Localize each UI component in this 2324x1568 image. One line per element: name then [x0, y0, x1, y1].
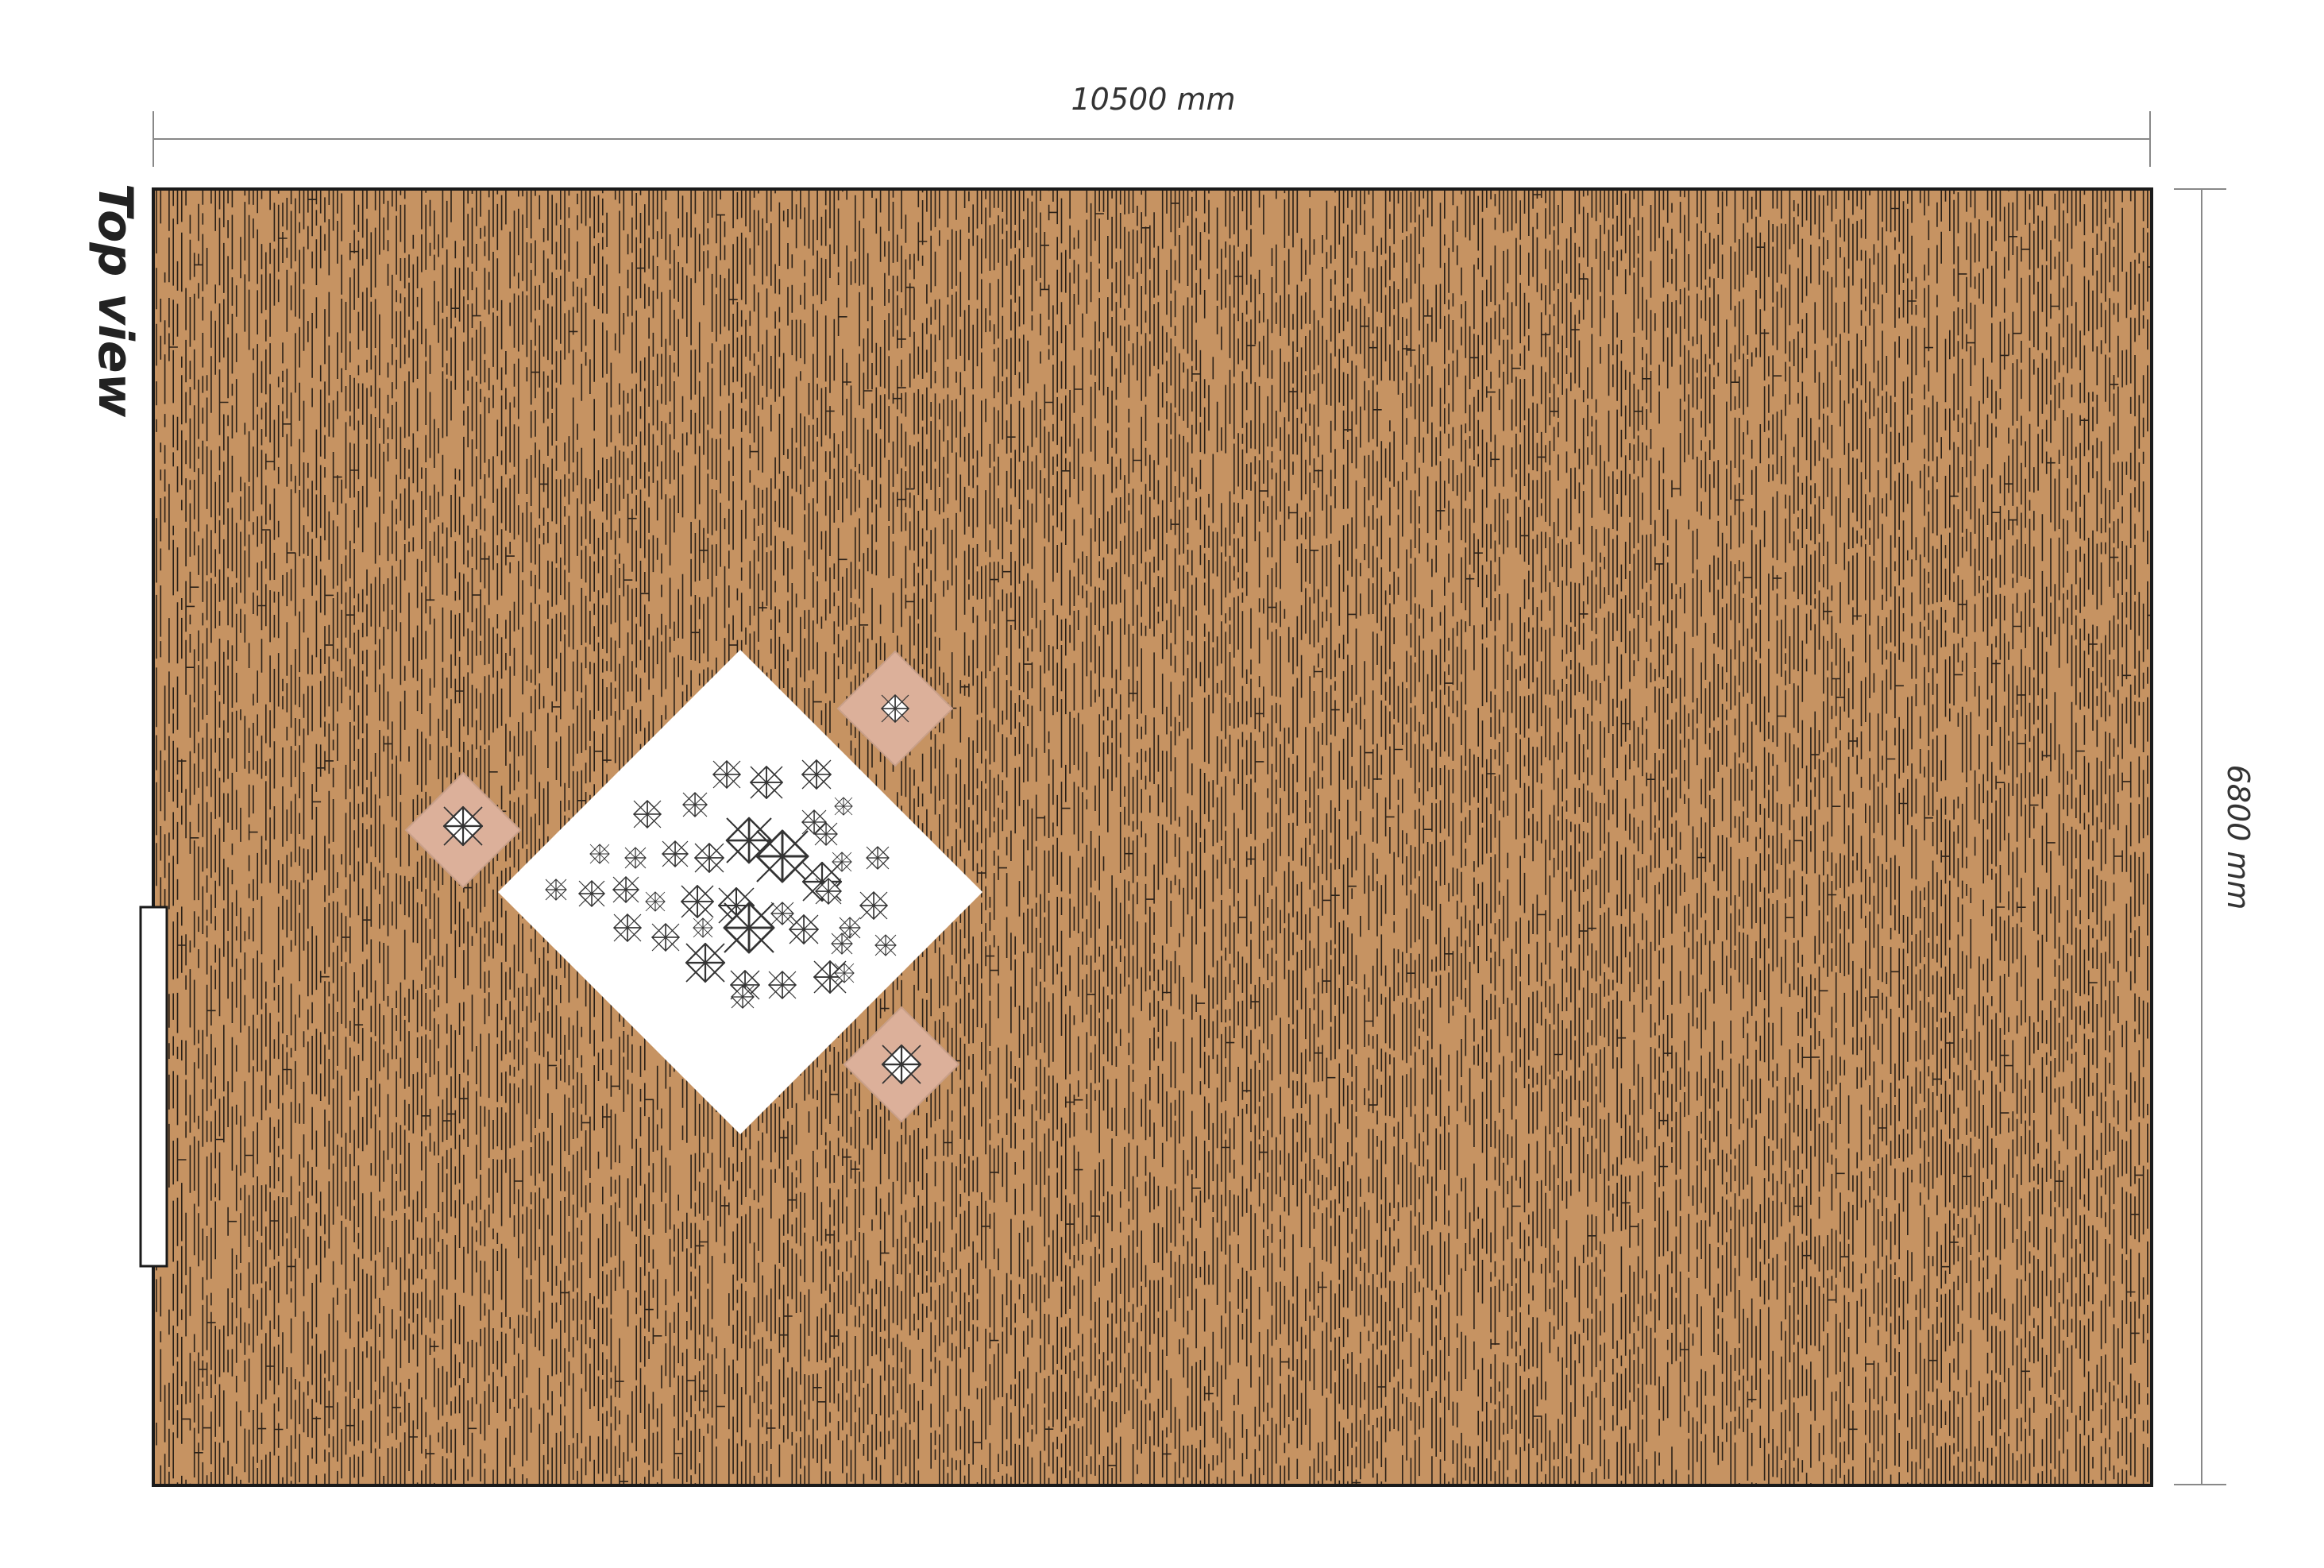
carpet — [498, 650, 982, 1134]
tile-lower-right — [843, 1006, 960, 1123]
pinwheel-icon — [731, 985, 755, 1009]
pinwheel-icon — [545, 879, 567, 901]
pinwheel-icon — [770, 902, 794, 925]
view-title: Top view — [87, 183, 143, 418]
pinwheel-icon — [589, 844, 610, 864]
pinwheel-icon — [831, 933, 853, 955]
pinwheel-icon — [693, 917, 713, 938]
pinwheel-icon — [859, 891, 888, 920]
door-icon — [139, 906, 168, 1268]
pinwheel-icon — [834, 797, 853, 816]
pinwheel-icon — [881, 1044, 922, 1085]
pinwheel-icon — [694, 843, 724, 873]
pinwheel-icon — [681, 885, 714, 918]
pinwheel-icon — [881, 694, 909, 723]
pinwheel-icon — [866, 846, 890, 870]
pinwheel-icon — [755, 829, 809, 883]
pinwheel-icon — [768, 971, 797, 999]
floor-outline — [152, 187, 2153, 1487]
pinwheel-icon — [651, 923, 680, 952]
pinwheel-icon — [624, 847, 647, 869]
pinwheel-icon — [578, 880, 605, 907]
height-dimension: 6800 mm — [2174, 188, 2256, 1485]
pinwheel-icon — [682, 792, 708, 817]
pinwheel-icon — [712, 760, 741, 789]
tile-upper-right — [836, 650, 954, 767]
pinwheel-icon — [874, 934, 897, 956]
width-dimension-label: 10500 mm — [1071, 82, 1236, 117]
width-dimension: 10500 mm — [152, 82, 2151, 167]
pinwheel-icon — [662, 840, 689, 867]
pinwheel-icon — [815, 878, 842, 905]
pinwheel-icon — [814, 822, 838, 846]
pinwheel-icon — [442, 805, 484, 847]
pinwheel-icon — [801, 759, 832, 790]
pinwheel-icon — [685, 942, 726, 983]
pinwheel-icon — [834, 963, 855, 983]
pinwheel-icon — [613, 913, 642, 942]
pinwheel-icon — [750, 766, 783, 799]
pinwheel-icon — [789, 914, 819, 944]
pinwheel-icon — [612, 876, 639, 903]
pinwheel-icon — [723, 902, 775, 954]
pinwheel-icon — [645, 891, 666, 912]
pinwheel-icon — [633, 800, 662, 828]
tile-left — [404, 771, 522, 889]
height-dimension-label: 6800 mm — [2221, 765, 2256, 910]
